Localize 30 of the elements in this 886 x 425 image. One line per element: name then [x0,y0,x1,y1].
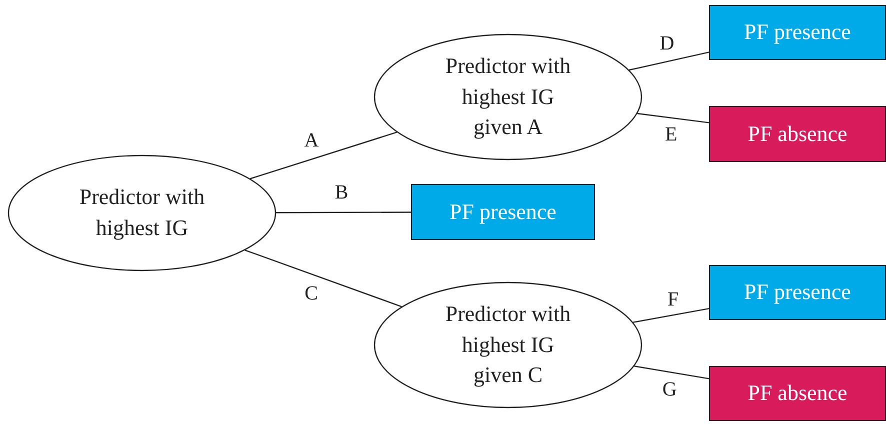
node-text: Predictor with highest IG [78,183,206,242]
edge-label: B [334,182,348,205]
decision-ellipse [374,34,642,160]
node-text: PF presence [744,18,851,46]
node-text: PF absence [748,120,848,148]
branch-line [250,132,398,180]
absence-leaf-box [709,366,886,421]
branch-line [632,308,710,323]
branch-line [276,212,411,214]
edge-label: F [667,288,679,312]
edge-label: G [662,378,677,402]
edge-label: C [304,282,318,306]
decision-ellipse [374,282,642,408]
node-text: PF presence [744,278,851,306]
node-text: PF presence [450,198,556,226]
node-text: PF absence [748,379,848,408]
node-text: Predictor with highest IG given C [444,300,572,390]
edge-label: A [304,130,319,153]
branch-line [634,366,710,380]
edge-label: E [665,124,678,147]
presence-leaf-box [411,184,595,240]
absence-leaf-box [709,106,886,162]
node-text: Predictor with highest IG given A [444,52,572,142]
branch-line [637,112,710,124]
branch-line [628,52,710,71]
presence-leaf-box [709,5,886,60]
branch-line [244,250,402,308]
edge-label: D [660,32,674,56]
presence-leaf-box [709,265,886,320]
decision-ellipse [8,155,276,271]
